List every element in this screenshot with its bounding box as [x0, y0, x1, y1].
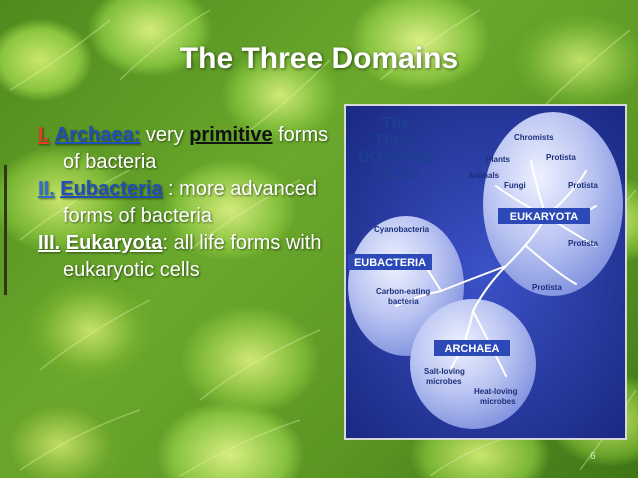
eubacteria-branches: Cyanobacteria Carbon-eating bacteria	[374, 225, 430, 306]
bullet-term-eubacteria: Eubacteria	[60, 178, 163, 200]
branch-label: Salt-loving	[424, 367, 465, 376]
eubacteria-label-box	[348, 254, 432, 270]
eukaryota-circle	[483, 112, 623, 296]
archaea-circle	[410, 299, 536, 429]
slide-title: The Three Domains	[179, 42, 459, 75]
three-domains-diagram: The Three DOMAINS of Life Chromists Prot…	[344, 104, 627, 440]
eukaryota-label: EUKARYOTA	[510, 211, 579, 223]
branch-label: Heat-loving	[474, 387, 518, 396]
diagram-heading: The Three DOMAINS of Life	[358, 115, 434, 182]
bullet-archaea: I. Archaea: very primitive forms of bact…	[38, 122, 338, 176]
bullet-number: I.	[38, 124, 50, 146]
bullet-text: very	[140, 124, 190, 146]
archaea-label-box	[434, 340, 510, 356]
branch-label: Protista	[532, 283, 562, 292]
eukaryota-branches: Chromists Protista Plants Animals Fungi …	[468, 133, 598, 292]
bullet-emphasis: primitive	[189, 124, 273, 146]
left-divider	[4, 165, 7, 295]
bullet-term-eukaryota: Eukaryota	[65, 232, 163, 254]
bullet-text: forms of bacteria	[63, 124, 329, 173]
eubacteria-label: EUBACTERIA	[354, 257, 426, 269]
branch-label: microbes	[480, 397, 516, 406]
eukaryota-label-box	[498, 208, 590, 224]
page-number: 6	[590, 451, 596, 462]
bullet-list: I. Archaea: very primitive forms of bact…	[38, 122, 338, 284]
bullet-number: II.	[38, 178, 55, 200]
bullet-eukaryota: III. Eukaryota: all life forms with euka…	[38, 230, 338, 284]
branch-label: microbes	[426, 377, 462, 386]
branch-label: Protista	[568, 181, 598, 190]
diagram-heading-line: Three	[374, 132, 418, 149]
diagram-heading-line: The	[382, 115, 411, 132]
bullet-number: III.	[38, 232, 61, 254]
branch-label: Protista	[546, 153, 576, 162]
diagram-heading-line: DOMAINS	[358, 149, 434, 166]
bullet-text: : more advanced forms of bacteria	[63, 178, 318, 227]
branch-label: Fungi	[504, 181, 526, 190]
bullet-text: : all life forms with eukaryotic cells	[63, 232, 322, 281]
branch-label: Cyanobacteria	[374, 225, 430, 234]
branch-label: Carbon-eating	[376, 287, 430, 296]
archaea-label: ARCHAEA	[445, 343, 500, 355]
bullet-term-archaea: Archaea:	[54, 124, 141, 146]
archaea-branches: Salt-loving microbes Heat-loving microbe…	[424, 367, 518, 406]
branch-label: Animals	[468, 171, 500, 180]
bullet-eubacteria: II. Eubacteria : more advanced forms of …	[38, 176, 338, 230]
branch-label: Chromists	[514, 133, 554, 142]
branch-label: bacteria	[388, 297, 419, 306]
diagram-heading-line: of Life	[374, 165, 419, 182]
branch-label: Plants	[486, 155, 511, 164]
branch-label: Protista	[568, 239, 598, 248]
